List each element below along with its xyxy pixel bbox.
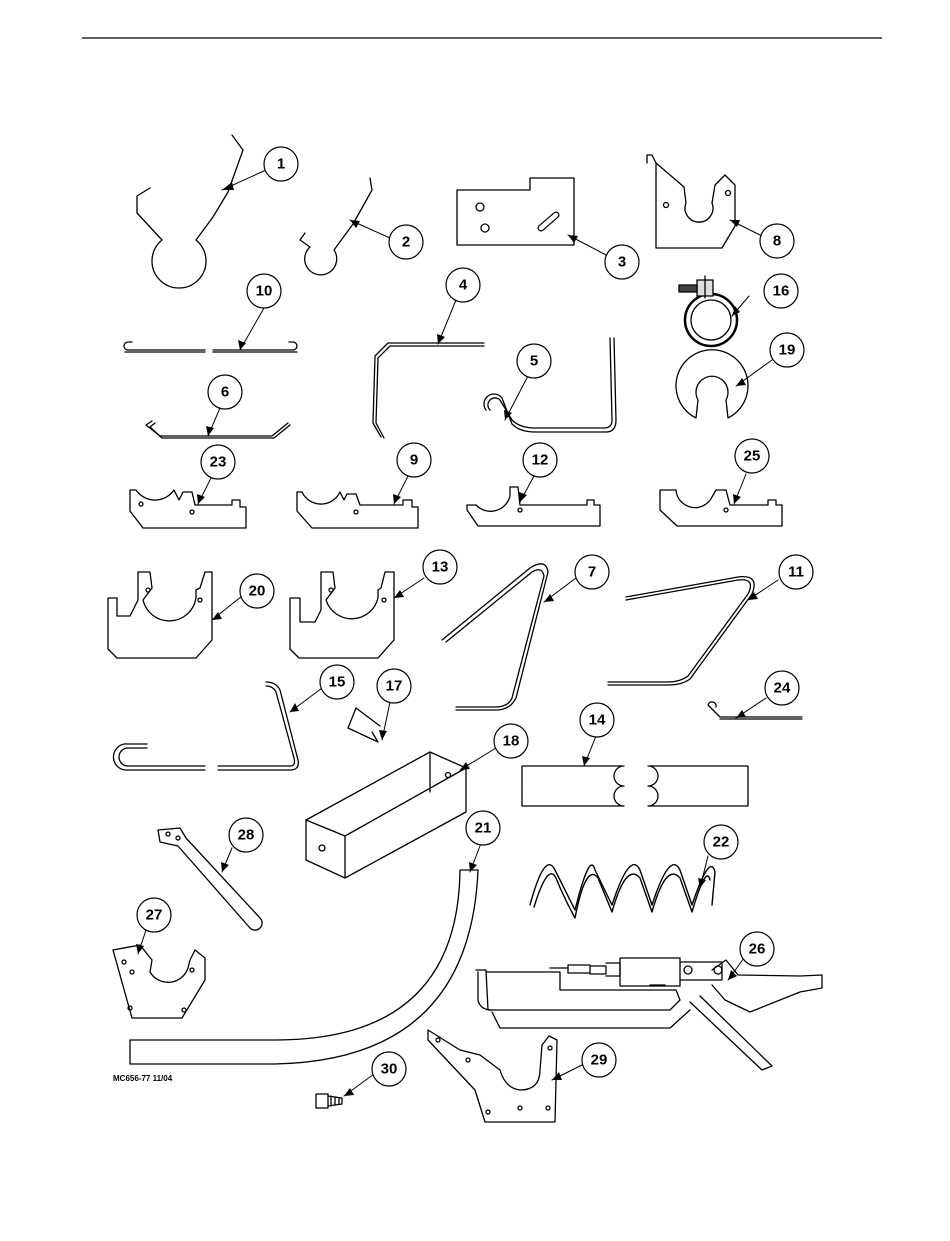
- part-17-clip: [348, 708, 380, 742]
- part-14-tube: [522, 766, 748, 806]
- callout-3: 3: [618, 254, 626, 271]
- callout-19: 19: [779, 342, 796, 359]
- part-25-bar: [660, 490, 782, 526]
- callout-13: 13: [432, 559, 449, 576]
- part-23-bar: [130, 490, 246, 528]
- callout-21: 21: [475, 820, 492, 837]
- part-20-plate: [108, 572, 212, 658]
- callout-12: 12: [532, 452, 549, 469]
- callout-30: 30: [381, 1061, 398, 1078]
- part-19-split-ring: [676, 350, 748, 418]
- part-12-bar: [467, 487, 600, 526]
- callout-15: 15: [329, 674, 346, 691]
- callout-11: 11: [788, 564, 804, 581]
- callout-25: 25: [744, 448, 761, 465]
- part-2-clip: [300, 178, 372, 275]
- figure-ref-code: MC656-77 11/04: [113, 1074, 173, 1083]
- callout-20: 20: [249, 583, 266, 600]
- callout-5: 5: [530, 353, 538, 370]
- part-22-coil-spring: [530, 865, 715, 918]
- part-8-bracket: [647, 155, 735, 248]
- part-29-bracket: [428, 1030, 557, 1122]
- callout-8: 8: [773, 233, 781, 250]
- part-30-screw: [316, 1094, 342, 1108]
- part-26-hitch-assembly: [476, 958, 822, 1070]
- callout-6: 6: [221, 384, 229, 401]
- callout-7: 7: [588, 564, 596, 581]
- callout-29: 29: [591, 1052, 608, 1069]
- part-1-clip: [137, 135, 243, 288]
- part-6-rod: [146, 421, 290, 438]
- part-5-rod: [484, 338, 616, 432]
- part-11-wire: [608, 577, 754, 685]
- callout-27: 27: [146, 907, 163, 924]
- part-10-rod: [124, 342, 297, 352]
- leader-arrowheads: [136, 182, 758, 1096]
- callout-23: 23: [210, 454, 227, 471]
- callout-17: 17: [386, 678, 403, 695]
- callout-22: 22: [713, 834, 730, 851]
- callout-28: 28: [238, 827, 255, 844]
- callout-26: 26: [749, 941, 766, 958]
- callout-16: 16: [773, 283, 790, 300]
- part-4-rod: [373, 343, 484, 438]
- callout-1: 1: [277, 156, 285, 173]
- part-13-plate: [290, 572, 394, 658]
- part-21-curved-tube: [130, 870, 478, 1064]
- callout-24: 24: [774, 680, 791, 697]
- callout-14: 14: [589, 712, 606, 729]
- part-15-rod: [113, 682, 298, 770]
- part-18-angle: [306, 752, 466, 878]
- callout-2: 2: [402, 234, 410, 251]
- part-7-wire: [442, 564, 548, 710]
- callout-4: 4: [459, 277, 468, 294]
- part-3-plate: [457, 178, 574, 245]
- callout-10: 10: [256, 283, 273, 300]
- callout-9: 9: [410, 452, 418, 469]
- callout-18: 18: [503, 733, 520, 750]
- part-27-plate: [113, 945, 205, 1018]
- part-16-hose-clamp: [679, 276, 737, 346]
